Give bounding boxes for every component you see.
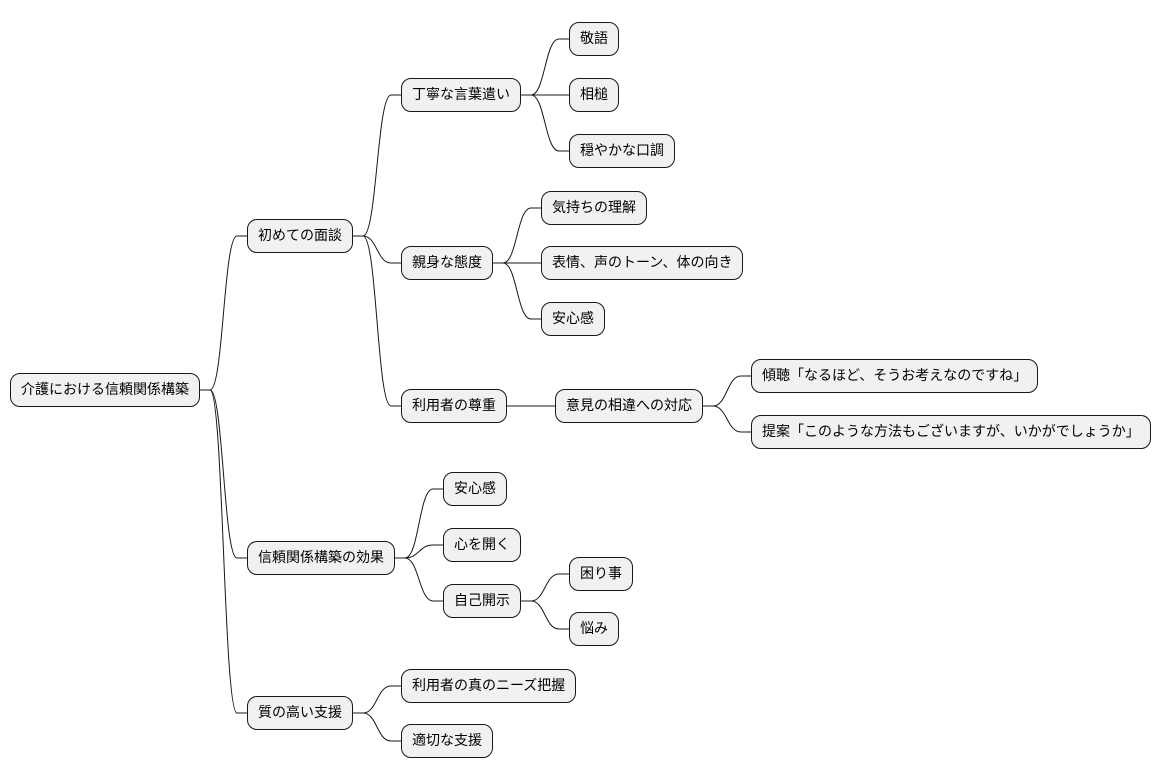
edge-b3-appropriate-support [353,712,401,742]
edge-root-branch3 [200,389,247,714]
node-self-disclosure[interactable]: 自己開示 [443,584,521,618]
node-respect-user[interactable]: 利用者の尊重 [401,389,507,423]
node-caring-attitude[interactable]: 親身な態度 [401,246,493,280]
leaf-appropriate-support[interactable]: 適切な支援 [401,724,493,758]
leaf-understanding-feelings[interactable]: 気持ちの理解 [541,191,647,225]
edge-b1-polite-language [353,94,401,237]
leaf-reassurance-2[interactable]: 安心感 [443,472,507,506]
edge-root-branch2 [200,389,247,559]
node-polite-language[interactable]: 丁寧な言葉遣い [401,78,521,112]
edge-caring-reassurance [493,262,541,320]
leaf-worries[interactable]: 悩み [569,612,619,646]
edge-polite-calm-tone [521,94,569,152]
leaf-aizuchi[interactable]: 相槌 [569,78,619,112]
edge-b2-open-heart [395,544,443,559]
edge-b2-reassurance [395,488,443,559]
leaf-active-listening[interactable]: 傾聴「なるほど、そうお考えなのですね」 [751,359,1039,393]
edge-disagreement-proposal [703,405,751,433]
leaf-proposal[interactable]: 提案「このような方法もございますが、いかがでしょうか」 [751,415,1151,449]
node-handling-disagreement[interactable]: 意見の相違への対応 [555,389,703,423]
leaf-keigo[interactable]: 敬語 [569,22,619,56]
edge-disagreement-listening [703,375,751,407]
branch-quality-support[interactable]: 質の高い支援 [247,696,353,730]
branch-trust-effects[interactable]: 信頼関係構築の効果 [247,541,395,575]
root-node[interactable]: 介護における信頼関係構築 [10,373,200,407]
edge-b2-self-disclosure [395,557,443,602]
leaf-expression-voice-posture[interactable]: 表情、声のトーン、体の向き [541,246,744,280]
edge-polite-keigo [521,38,569,96]
edge-caring-understanding [493,207,541,264]
leaf-calm-tone[interactable]: 穏やかな口調 [569,134,675,168]
leaf-open-heart[interactable]: 心を開く [443,528,521,562]
leaf-troubles[interactable]: 困り事 [569,557,633,591]
edge-root-branch1 [200,235,247,391]
edge-disclosure-troubles [521,573,569,602]
leaf-reassurance-1[interactable]: 安心感 [541,302,605,336]
edge-disclosure-worries [521,600,569,630]
branch-first-interview[interactable]: 初めての面談 [247,219,353,253]
edge-b1-caring-attitude [353,235,401,264]
edge-b1-respect-user [353,235,401,407]
edge-b3-true-needs [353,685,401,714]
leaf-true-needs[interactable]: 利用者の真のニーズ把握 [401,669,577,703]
